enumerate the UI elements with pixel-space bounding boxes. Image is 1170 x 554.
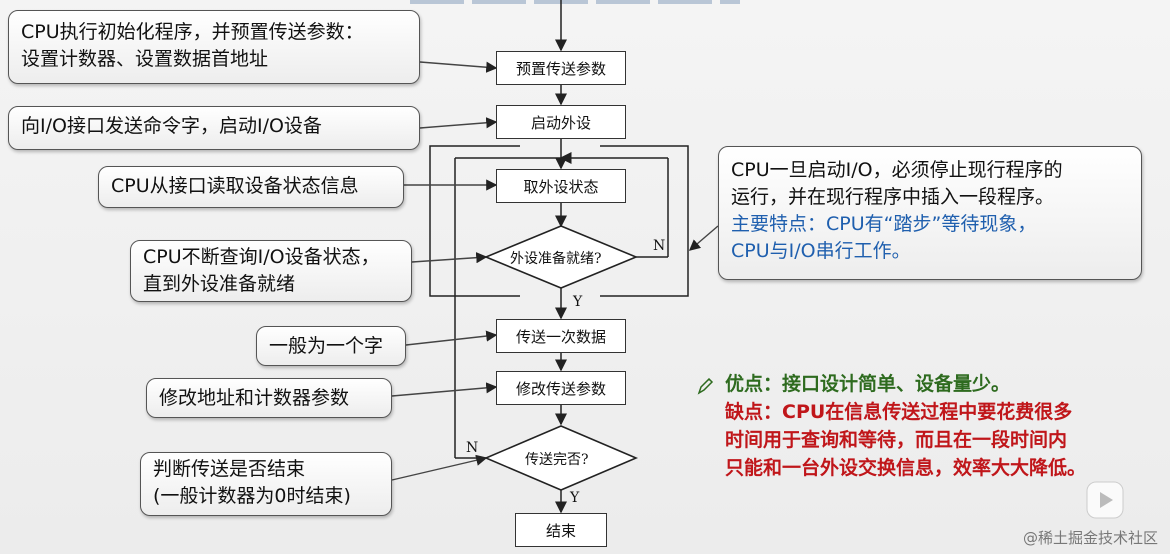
callout-poll-line1: CPU不断查询I/O设备状态，: [143, 246, 380, 268]
callout-read: CPU从接口读取设备状态信息: [98, 166, 404, 208]
callout-poll: CPU不断查询I/O设备状态， 直到外设准备就绪: [130, 240, 412, 302]
flow-n1-label: N: [653, 238, 666, 254]
callout-right-line3: 主要特点：CPU有“踏步”等待现象，: [731, 213, 1037, 235]
callout-read-text: CPU从接口读取设备状态信息: [111, 175, 359, 197]
callout-judge-line2: (一般计数器为0时结束): [153, 485, 351, 507]
done-diamond: [483, 425, 639, 491]
flow-preset-box: 预置传送参数: [496, 51, 626, 85]
callout-judge: 判断传送是否结束 (一般计数器为0时结束): [140, 452, 392, 516]
disadvantage-line3: 只能和一台外设交换信息，效率大大降低。: [725, 457, 1087, 479]
callout-poll-line2: 直到外设准备就绪: [143, 273, 296, 295]
callout-init-line2: 设置计数器、设置数据首地址: [21, 48, 269, 70]
flow-end-box: 结束: [515, 513, 607, 547]
flow-ready-question: 外设准备就绪?: [510, 251, 602, 267]
pencil-icon: [697, 378, 714, 395]
callout-right: CPU一旦启动I/O，必须停止现行程序的 运行，并在现行程序中插入一段程序。 主…: [718, 146, 1142, 280]
flow-start-box: 启动外设: [496, 105, 626, 139]
disadvantage-line2: 时间用于查询和等待，而且在一段时间内: [725, 429, 1068, 451]
top-tab-strip: [410, 0, 740, 4]
callout-word-text: 一般为一个字: [269, 335, 384, 357]
callout-right-line1: CPU一旦启动I/O，必须停止现行程序的: [731, 159, 1063, 181]
play-icon[interactable]: [1085, 480, 1125, 520]
flow-modify-label: 修改传送参数: [515, 379, 606, 398]
flow-y2-label: Y: [570, 490, 580, 506]
callout-modify-text: 修改地址和计数器参数: [159, 387, 350, 409]
flow-read-status-box: 取外设状态: [496, 169, 626, 203]
notes: 优点：接口设计简单、设备量少。 缺点：CPU在信息传送过程中要花费很多 时间用于…: [725, 370, 1086, 482]
callout-cmd: 向I/O接口发送命令字，启动I/O设备: [8, 106, 420, 150]
flow-end-label: 结束: [545, 521, 576, 540]
watermark: @稀土掘金技术社区: [1022, 529, 1158, 547]
ready-diamond: [483, 225, 639, 289]
callout-modify: 修改地址和计数器参数: [146, 378, 392, 418]
callout-word: 一般为一个字: [256, 326, 406, 366]
callout-right-line4: CPU与I/O串行工作。: [731, 240, 911, 262]
advantage-text: 优点：接口设计简单、设备量少。: [725, 373, 1011, 395]
flow-done-question: 传送完否?: [525, 452, 589, 468]
callout-cmd-text: 向I/O接口发送命令字，启动I/O设备: [21, 115, 322, 137]
flow-transfer-box: 传送一次数据: [496, 319, 626, 353]
flow-read-status-label: 取外设状态: [523, 177, 599, 196]
flow-transfer-label: 传送一次数据: [515, 327, 606, 346]
flow-n2-label: N: [466, 440, 479, 456]
flow-preset-label: 预置传送参数: [515, 59, 606, 78]
flow-y1-label: Y: [573, 294, 583, 310]
flow-modify-box: 修改传送参数: [496, 371, 626, 405]
callout-init-line1: CPU执行初始化程序，并预置传送参数：: [21, 21, 364, 43]
flow-start-label: 启动外设: [530, 113, 591, 132]
callout-judge-line1: 判断传送是否结束: [153, 458, 306, 480]
callout-init: CPU执行初始化程序，并预置传送参数： 设置计数器、设置数据首地址: [8, 10, 420, 84]
disadvantage-line1: 缺点：CPU在信息传送过程中要花费很多: [725, 401, 1073, 423]
callout-right-line2: 运行，并在现行程序中插入一段程序。: [731, 186, 1055, 208]
